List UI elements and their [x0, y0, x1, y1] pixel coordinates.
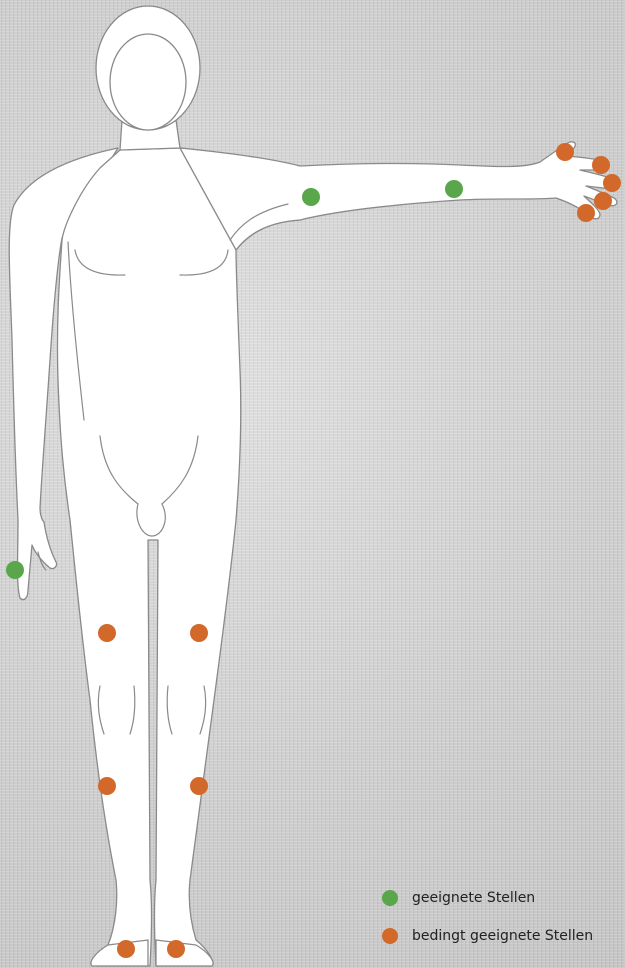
site-conditional-right-thigh: [190, 624, 208, 642]
site-conditional-ring-finger: [594, 192, 612, 210]
face: [110, 34, 186, 130]
legend-conditional: bedingt geeignete Stellen: [382, 926, 593, 946]
site-conditional-middle-finger: [603, 174, 621, 192]
green-dot-icon: [382, 890, 398, 906]
site-suitable-forearm: [445, 180, 463, 198]
site-conditional-right-calf: [190, 777, 208, 795]
orange-dot-icon: [382, 928, 398, 944]
legend: geeignete Stellen bedingt geeignete Stel…: [382, 888, 593, 964]
site-conditional-right-foot: [167, 940, 185, 958]
site-suitable-upper-arm: [302, 188, 320, 206]
legend-suitable-label: geeignete Stellen: [412, 890, 535, 906]
site-conditional-left-foot: [117, 940, 135, 958]
site-conditional-thumb: [556, 143, 574, 161]
right-arm: [180, 142, 619, 250]
right-foot: [156, 940, 213, 966]
legend-suitable: geeignete Stellen: [382, 888, 593, 908]
legend-conditional-label: bedingt geeignete Stellen: [412, 928, 593, 944]
site-suitable-left-hand: [6, 561, 24, 579]
site-conditional-left-thigh: [98, 624, 116, 642]
site-conditional-little-finger: [577, 204, 595, 222]
site-conditional-left-calf: [98, 777, 116, 795]
site-conditional-index-finger: [592, 156, 610, 174]
